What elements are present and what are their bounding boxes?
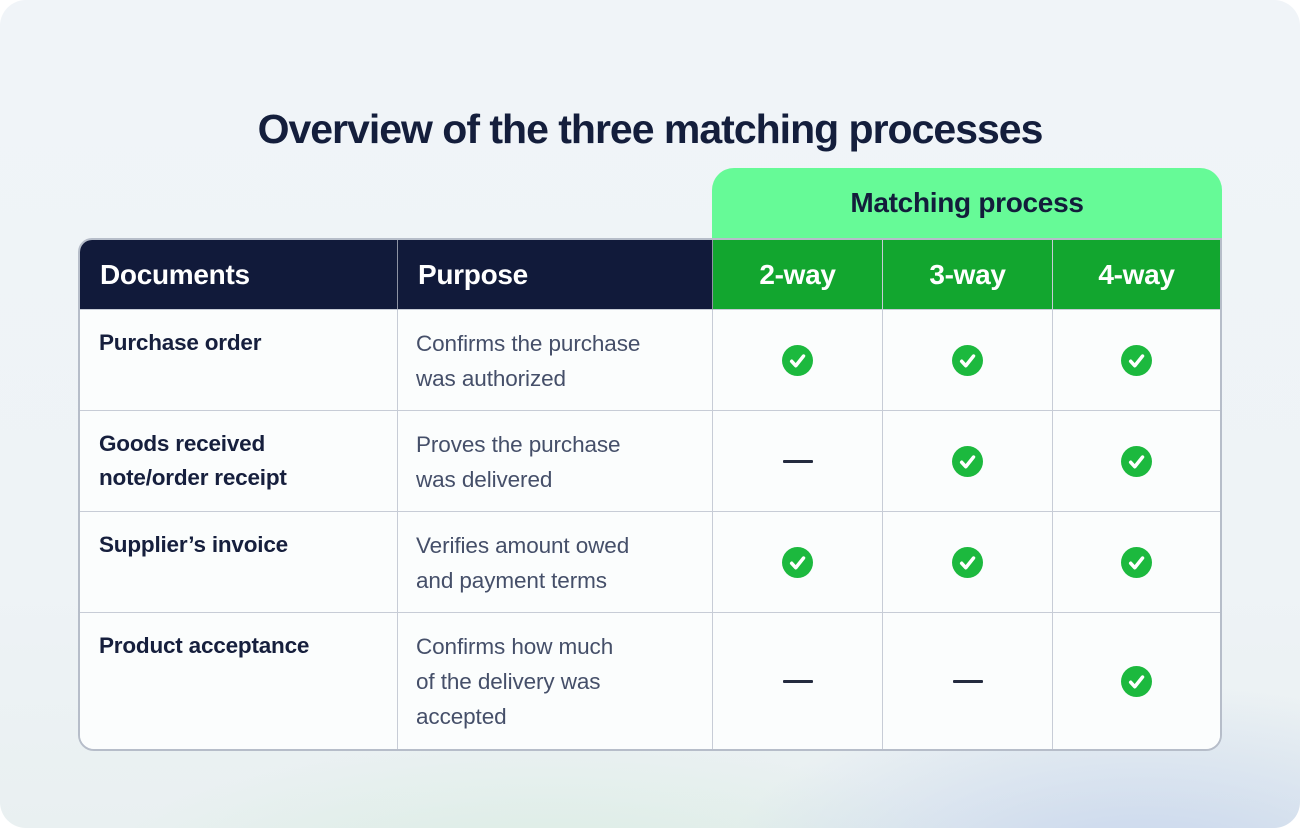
mark-cell-2-way	[713, 411, 883, 512]
header-cell-documents: Documents	[80, 240, 398, 310]
check-icon	[952, 445, 983, 477]
matching-process-banner: Matching process	[712, 168, 1222, 238]
purpose-cell: Confirms how much of the delivery was ac…	[398, 613, 713, 749]
mark-cell-3-way	[883, 613, 1053, 749]
document-cell: Supplier’s invoice	[80, 512, 398, 613]
check-icon	[952, 546, 983, 578]
document-cell: Product acceptance	[80, 613, 398, 749]
mark-cell-2-way	[713, 310, 883, 411]
document-cell: Goods received note/order receipt	[80, 411, 398, 512]
comparison-table: Documents Purpose 2-way 3-way 4-way Purc…	[78, 238, 1222, 751]
mark-cell-2-way	[713, 512, 883, 613]
dash-icon	[782, 679, 813, 683]
mark-cell-3-way	[883, 512, 1053, 613]
header-cell-4-way: 4-way	[1053, 240, 1220, 310]
dash-icon	[952, 679, 983, 683]
check-icon	[1121, 665, 1152, 697]
check-icon	[952, 344, 983, 376]
purpose-cell: Confirms the purchase was authorized	[398, 310, 713, 411]
document-cell: Purchase order	[80, 310, 398, 411]
check-icon	[782, 546, 813, 578]
dash-icon	[782, 459, 813, 463]
purpose-cell: Proves the purchase was delivered	[398, 411, 713, 512]
header-cell-purpose: Purpose	[398, 240, 713, 310]
mark-cell-2-way	[713, 613, 883, 749]
mark-cell-4-way	[1053, 512, 1220, 613]
mark-cell-4-way	[1053, 411, 1220, 512]
check-icon	[1121, 546, 1152, 578]
mark-cell-3-way	[883, 411, 1053, 512]
mark-cell-3-way	[883, 310, 1053, 411]
purpose-cell: Verifies amount owed and payment terms	[398, 512, 713, 613]
header-cell-3-way: 3-way	[883, 240, 1053, 310]
check-icon	[1121, 445, 1152, 477]
check-icon	[1121, 344, 1152, 376]
mark-cell-4-way	[1053, 613, 1220, 749]
page-title: Overview of the three matching processes	[257, 106, 1044, 153]
header-cell-2-way: 2-way	[713, 240, 883, 310]
check-icon	[782, 344, 813, 376]
mark-cell-4-way	[1053, 310, 1220, 411]
